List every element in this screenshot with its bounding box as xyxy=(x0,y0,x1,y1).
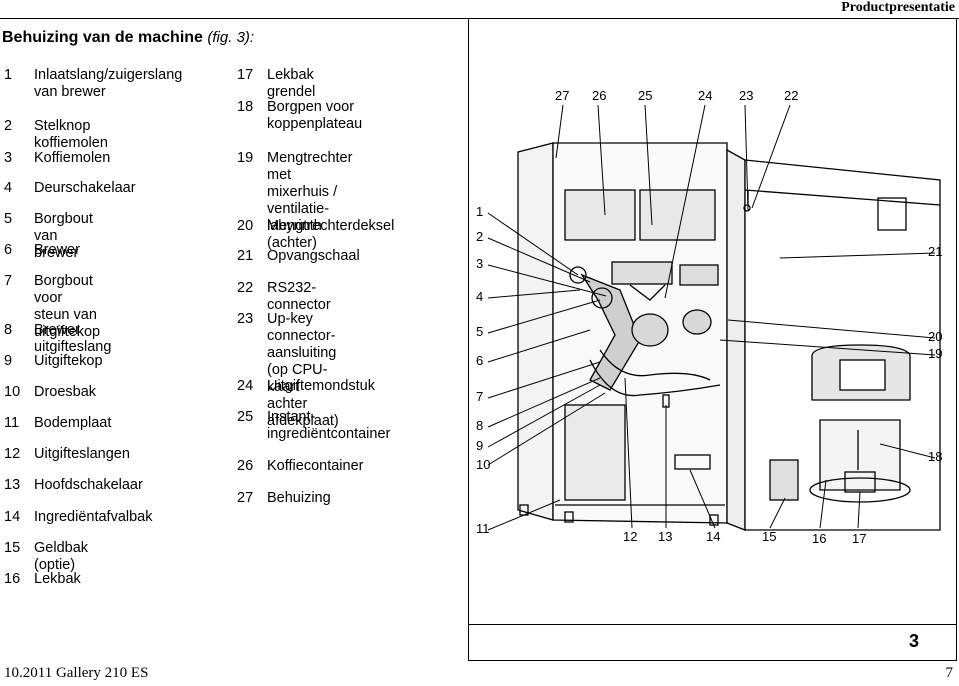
part-number: 16 xyxy=(4,571,21,587)
part-label: Borgbout van brewer xyxy=(34,211,93,261)
part-number: 11 xyxy=(4,415,20,431)
part-number: 21 xyxy=(237,248,254,264)
part-label: Koffiemolen xyxy=(34,150,111,166)
part-label: Borgbout voor steun van uitgiftekop xyxy=(34,273,101,340)
callout-number: 1 xyxy=(476,204,484,219)
callout-number: 25 xyxy=(638,88,653,103)
part-number: 8 xyxy=(4,322,13,338)
heading-figure-ref: (fig. 3): xyxy=(207,29,255,46)
callout-number: 23 xyxy=(739,88,754,103)
figure-number: 3 xyxy=(908,631,919,651)
callout-number: 13 xyxy=(658,529,673,544)
part-label: Behuizing xyxy=(267,490,331,506)
part-label: Bodemplaat xyxy=(34,415,112,431)
part-number: 4 xyxy=(4,180,13,196)
part-number: 12 xyxy=(4,446,21,462)
part-label: Stelknop koffiemolen xyxy=(34,118,108,151)
part-label: Opvangschaal xyxy=(267,248,360,264)
footer-date-model: 10.2011 Gallery 210 ES xyxy=(4,665,149,681)
part-number: 2 xyxy=(4,118,13,134)
part-number: 15 xyxy=(4,540,21,556)
part-label: Uitgifteslangen xyxy=(34,446,130,462)
callout-number: 12 xyxy=(623,529,638,544)
part-label: Inlaatslang/zuigerslang van brewer xyxy=(34,67,183,100)
callout-number: 21 xyxy=(928,244,943,259)
part-number: 6 xyxy=(4,242,13,258)
section-label: Productpresentatie xyxy=(841,0,955,15)
part-number: 1 xyxy=(4,67,13,83)
part-number: 27 xyxy=(237,490,254,506)
callout-number: 2 xyxy=(476,229,484,244)
top-bar: Productpresentatie xyxy=(0,0,959,17)
part-label: Brewer xyxy=(34,242,80,258)
part-number: 24 xyxy=(237,378,254,394)
part-label: Lekbak grendel xyxy=(267,67,316,100)
part-label: Droesbak xyxy=(34,384,97,400)
part-label: Deurschakelaar xyxy=(34,180,136,196)
part-label: RS232-connector xyxy=(267,280,331,313)
part-label: Lekbak xyxy=(34,571,81,587)
top-rule xyxy=(0,18,959,19)
part-number: 26 xyxy=(237,458,254,474)
part-number: 23 xyxy=(237,311,254,327)
part-number: 10 xyxy=(4,384,21,400)
part-label: Up-key connector- aansluiting (op CPU-ka… xyxy=(267,311,339,429)
part-number: 9 xyxy=(4,353,13,369)
part-number: 19 xyxy=(237,150,254,166)
part-number: 25 xyxy=(237,409,254,425)
part-number: 5 xyxy=(4,211,13,227)
callout-number: 14 xyxy=(706,529,721,544)
callout-number: 27 xyxy=(555,88,570,103)
callout-number: 19 xyxy=(928,346,943,361)
heading-title: Behuizing van de machine xyxy=(2,29,203,46)
callout-number: 17 xyxy=(852,531,867,546)
part-label: Koffiecontainer xyxy=(267,458,364,474)
figure-frame xyxy=(468,18,957,661)
callout-number: 15 xyxy=(762,529,777,544)
callout-number: 18 xyxy=(928,449,943,464)
callout-number: 11 xyxy=(476,521,490,536)
callout-number: 26 xyxy=(592,88,607,103)
part-number: 14 xyxy=(4,509,21,525)
part-label: Mengtrechterdeksel xyxy=(267,218,395,234)
part-number: 18 xyxy=(237,99,254,115)
page-heading: Behuizing van de machine (fig. 3): xyxy=(2,29,254,47)
callout-number: 5 xyxy=(476,324,484,339)
footer-page-number: 7 xyxy=(945,665,954,681)
part-label: Brewer uitgifteslang xyxy=(34,322,112,355)
part-label: Uitgiftekop xyxy=(34,353,103,369)
part-label: Instant- ingrediëntcontainer xyxy=(267,409,391,442)
part-label: Uitgiftemondstuk xyxy=(267,378,375,394)
callout-number: 7 xyxy=(476,389,484,404)
part-label: Mengtrechter met mixerhuis / ventilatie-… xyxy=(267,150,353,251)
part-label: Geldbak (optie) xyxy=(34,540,89,573)
callout-number: 20 xyxy=(928,329,943,344)
callout-number: 22 xyxy=(784,88,799,103)
callout-number: 16 xyxy=(812,531,827,546)
callout-number: 6 xyxy=(476,353,484,368)
part-number: 7 xyxy=(4,273,13,289)
callout-number: 9 xyxy=(476,438,484,453)
callout-number: 4 xyxy=(476,289,484,304)
part-number: 20 xyxy=(237,218,254,234)
figure-footer-box xyxy=(468,624,957,661)
part-number: 3 xyxy=(4,150,13,166)
part-label: Ingrediëntafvalbak xyxy=(34,509,153,525)
callout-number: 24 xyxy=(698,88,713,103)
part-number: 22 xyxy=(237,280,254,296)
part-number: 13 xyxy=(4,477,21,493)
part-label: Hoofdschakelaar xyxy=(34,477,143,493)
part-number: 17 xyxy=(237,67,254,83)
callout-number: 10 xyxy=(476,457,491,472)
part-label: Borgpen voor koppenplateau xyxy=(267,99,363,132)
callout-number: 3 xyxy=(476,256,484,271)
callout-number: 8 xyxy=(476,418,484,433)
